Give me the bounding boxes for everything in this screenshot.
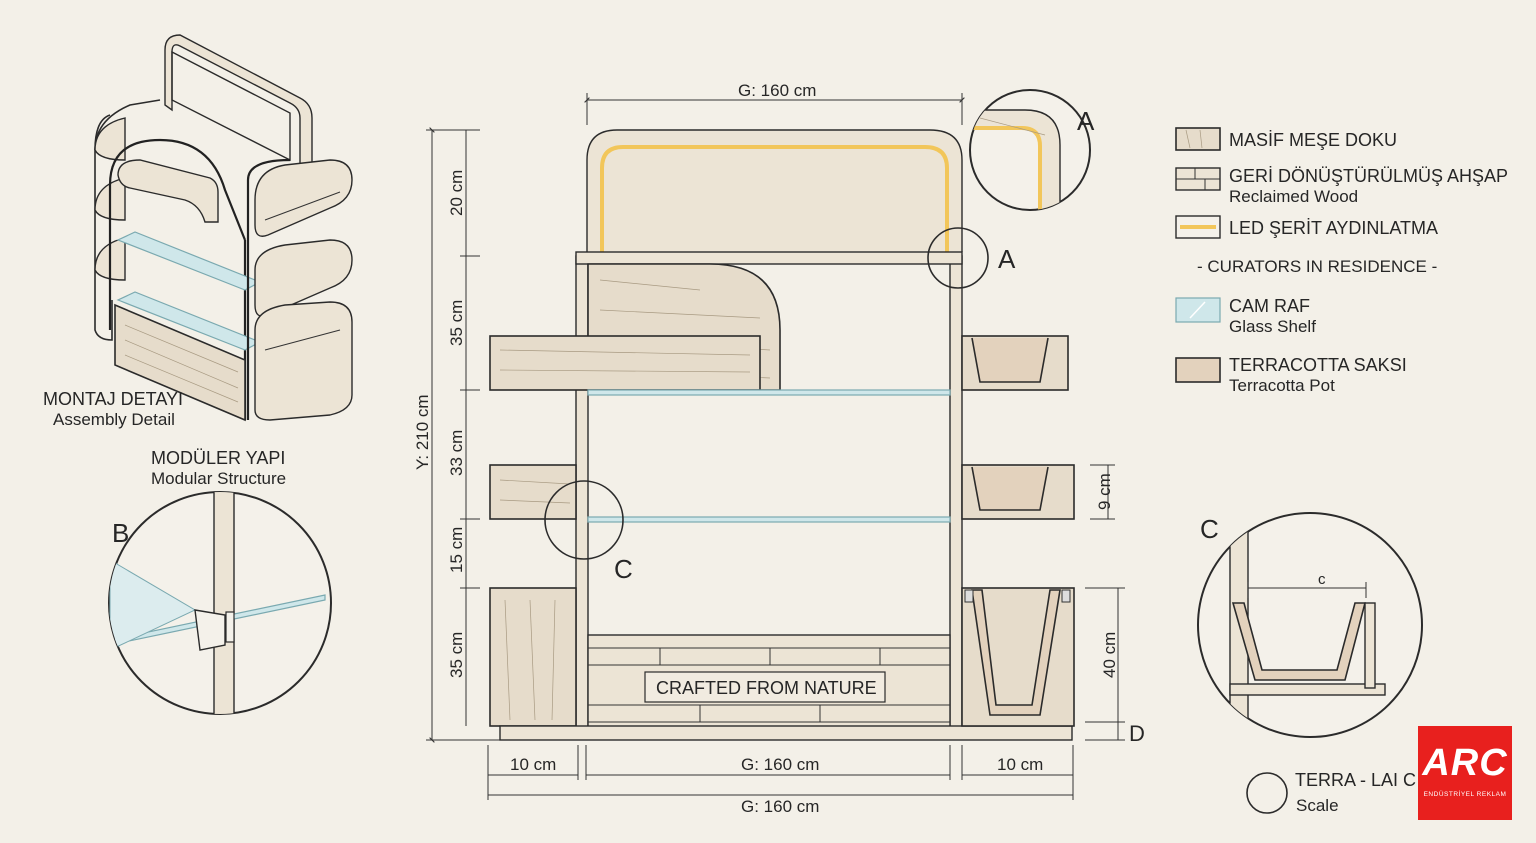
dim-mid-160: G: 160 cm — [741, 755, 819, 774]
dim-seg-35-top: 35 cm — [447, 300, 466, 346]
detail-b-callout — [108, 491, 332, 715]
legend-brand-line: - CURATORS IN RESIDENCE - — [1197, 257, 1437, 276]
legend-led-tr: LED ŞERİT AYDINLATMA — [1229, 218, 1438, 238]
logo-subtitle: ENDÜSTRİYEL REKLAM — [1423, 791, 1507, 798]
detail-c-callout — [1197, 512, 1423, 738]
assembly-caption-tr: MONTAJ DETAYI — [43, 389, 183, 409]
legend-pot-en: Terracotta Pot — [1229, 376, 1335, 395]
assembly-caption-en: Assembly Detail — [53, 410, 175, 429]
detail-d-label: D — [1129, 721, 1145, 746]
dimension-lines — [426, 93, 1125, 800]
dim-seg-20: 20 cm — [447, 170, 466, 216]
dim-pot-height: 40 cm — [1100, 632, 1119, 678]
legend-reclaimed-en: Reclaimed Wood — [1229, 187, 1358, 206]
legend-oak-tr: MASİF MEŞE DOKU — [1229, 130, 1397, 150]
front-elevation — [489, 129, 1075, 741]
dim-seg-35-bottom: 35 cm — [447, 632, 466, 678]
detail-c-dim: c — [1318, 571, 1326, 588]
base-sign-text: CRAFTED FROM NATURE — [656, 678, 877, 698]
modular-caption-tr: MODÜLER YAPI — [151, 448, 285, 468]
modular-caption-en: Modular Structure — [151, 469, 286, 488]
scale-title: TERRA - LAI C — [1295, 770, 1416, 790]
legend-glass-en: Glass Shelf — [1229, 317, 1316, 336]
dim-seg-33: 33 cm — [447, 430, 466, 476]
legend-glass-tr: CAM RAF — [1229, 296, 1310, 316]
isometric-assembly-view — [94, 34, 353, 422]
logo-mark: ARC — [1422, 742, 1508, 784]
detail-a-label: A — [1077, 106, 1095, 136]
scale-circle-icon — [1246, 772, 1288, 814]
scale-subtitle: Scale — [1296, 796, 1339, 815]
dim-right-10: 10 cm — [997, 755, 1043, 774]
detail-a-marker-circle — [927, 227, 989, 289]
dim-total-height: Y: 210 cm — [413, 394, 432, 470]
arc-logo: ARC ENDÜSTRİYEL REKLAM — [1418, 726, 1512, 820]
detail-c-marker-label: C — [614, 554, 633, 584]
detail-c-label: C — [1200, 514, 1219, 544]
detail-a-marker-label: A — [998, 244, 1016, 274]
dim-top-width: G: 160 cm — [738, 81, 816, 100]
detail-c-marker-circle — [544, 480, 624, 560]
dim-seg-15: 15 cm — [447, 527, 466, 573]
dim-pot-depth: 9 cm — [1095, 473, 1114, 510]
dim-left-10: 10 cm — [510, 755, 556, 774]
material-legend — [1175, 127, 1221, 383]
dim-overall-160: G: 160 cm — [741, 797, 819, 816]
detail-a-callout — [969, 89, 1091, 211]
detail-b-label: B — [112, 518, 129, 548]
legend-reclaimed-tr: GERİ DÖNÜŞTÜRÜLMÜŞ AHŞAP — [1229, 166, 1508, 186]
legend-pot-tr: TERRACOTTA SAKSI — [1229, 355, 1407, 375]
